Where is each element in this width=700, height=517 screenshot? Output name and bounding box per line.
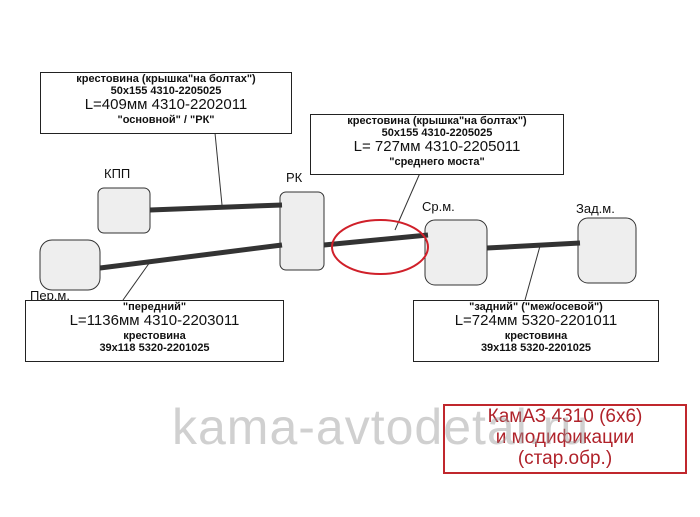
highlight-ring: [331, 219, 429, 275]
watermark: kama-avtodetal.ru: [172, 399, 590, 455]
text: "передний": [122, 301, 187, 313]
front-shaft: [99, 242, 283, 271]
main-shaft: [149, 202, 283, 213]
text: крестовина (крышка"на болтах"): [347, 115, 527, 127]
text: L= 727мм 4310-2205011: [353, 138, 521, 156]
text: крестовина (крышка"на болтах"): [76, 73, 256, 85]
main-shaft-info: крестовина (крышка"на болтах") 50x155 43…: [40, 72, 292, 134]
text: и модификации: [495, 427, 635, 448]
rear-shaft: [486, 240, 581, 251]
text: 50x155 4310-2205025: [110, 85, 222, 98]
rear-axle: [577, 217, 637, 284]
middle-shaft: [323, 232, 429, 248]
label-rk: РК: [286, 170, 303, 185]
text: "задний" ("меж/осевой"): [469, 301, 603, 313]
text: 39x118 5320-2201025: [99, 341, 210, 354]
label-rear-axle: Зад.м.: [576, 201, 615, 216]
leader-line: [394, 172, 421, 231]
text: 50x155 4310-2205025: [381, 127, 493, 140]
text: КамАЗ 4310 (6x6): [487, 406, 643, 427]
middle-shaft-info: крестовина (крышка"на болтах") 50x155 43…: [310, 114, 564, 175]
text: L=409мм 4310-2202011: [84, 96, 248, 114]
transfer-case: [279, 191, 325, 271]
model-title: КамАЗ 4310 (6x6) и модификации (стар.обр…: [443, 404, 687, 474]
label-middle-axle: Ср.м.: [422, 199, 455, 214]
text: крестовина: [504, 329, 568, 342]
text: 39x118 5320-2201025: [480, 341, 592, 354]
label-front-axle: Пер.м.: [30, 288, 70, 303]
label-kpp: КПП: [104, 166, 131, 181]
text: "основной" / "РК": [117, 113, 215, 126]
rear-shaft-info: "задний" ("меж/осевой") L=724мм 5320-220…: [413, 300, 659, 362]
text: L=724мм 5320-2201011: [454, 312, 618, 330]
text: "среднего моста": [389, 155, 485, 168]
leader-line: [122, 261, 151, 301]
leader-line: [524, 245, 541, 301]
text: L=1136мм 4310-2203011: [69, 312, 240, 330]
text: (стар.обр.): [517, 448, 613, 469]
front-shaft-info: "передний" L=1136мм 4310-2203011 крестов…: [25, 300, 284, 362]
front-axle: [39, 239, 101, 291]
gearbox: [97, 187, 151, 234]
text: крестовина: [123, 329, 186, 342]
leader-line: [214, 132, 223, 206]
middle-axle: [424, 219, 488, 286]
